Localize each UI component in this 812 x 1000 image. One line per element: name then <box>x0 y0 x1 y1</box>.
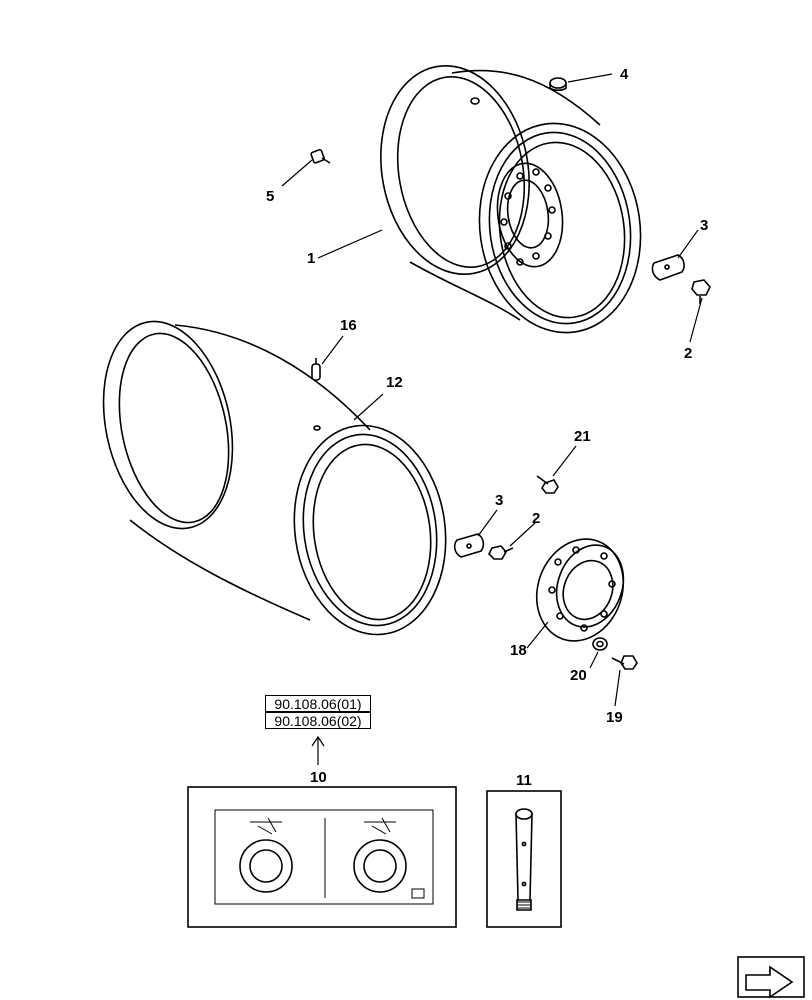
bolt-21 <box>536 475 559 494</box>
reference-link-2[interactable]: 90.108.06(02) <box>265 712 371 729</box>
callout-1: 1 <box>307 250 315 267</box>
stud-11 <box>486 790 562 928</box>
callout-18: 18 <box>510 642 527 659</box>
wheel-rim-12 <box>102 320 447 636</box>
bolt-19 <box>611 655 638 670</box>
callout-3-lower: 3 <box>495 492 503 509</box>
bolt-2-lower <box>488 545 514 560</box>
hub-adapter-18 <box>535 538 625 642</box>
valve-cap-4 <box>549 77 567 92</box>
washer-20 <box>592 637 608 651</box>
callout-2-lower: 2 <box>532 510 540 527</box>
valve-5 <box>310 149 331 164</box>
wheel-rim-1 <box>380 65 642 334</box>
decal-10 <box>187 786 457 928</box>
callout-16: 16 <box>340 317 357 334</box>
callout-4: 4 <box>620 66 629 83</box>
callout-12: 12 <box>386 374 403 391</box>
leader-lines <box>281 73 703 765</box>
callout-21: 21 <box>574 428 591 445</box>
reference-link-1[interactable]: 90.108.06(01) <box>265 695 371 712</box>
callout-3-upper: 3 <box>700 217 708 234</box>
callout-2-upper: 2 <box>684 345 692 362</box>
clamp-3-upper <box>651 254 685 281</box>
callout-10: 10 <box>310 769 327 786</box>
callout-numbers: 1 2 2 3 3 4 5 10 11 12 16 18 19 20 21 <box>266 66 708 789</box>
clamp-3-lower <box>453 533 485 558</box>
callout-19: 19 <box>606 709 623 726</box>
bolt-2-upper <box>691 279 711 304</box>
valve-16 <box>311 358 321 381</box>
previous-page-arrow-icon[interactable] <box>737 956 805 999</box>
callout-20: 20 <box>570 667 587 684</box>
callout-5: 5 <box>266 188 274 205</box>
callout-11: 11 <box>516 772 532 789</box>
